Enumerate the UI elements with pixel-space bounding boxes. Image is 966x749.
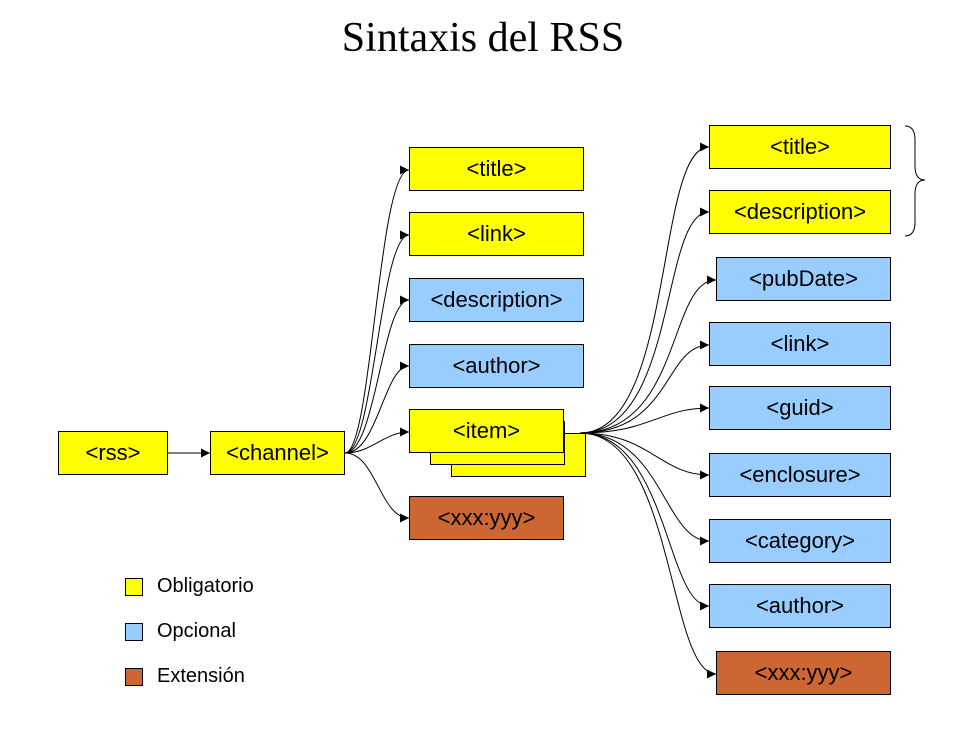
- node-channel-title: <title>: [409, 147, 584, 191]
- edge-item-ext: [579, 432, 717, 679]
- edge-channel-item: [344, 427, 410, 454]
- node-item-enclosure: <enclosure>: [709, 453, 891, 497]
- node-item-pubdate: <pubDate>: [716, 257, 891, 301]
- node-item-guid: <guid>: [709, 386, 891, 430]
- edge-item-description: [579, 207, 710, 434]
- node-channel-author: <author>: [409, 344, 584, 388]
- legend-swatch-obligatorio: [125, 578, 143, 596]
- edge-item-category: [579, 432, 710, 546]
- edge-channel-title: [344, 165, 410, 454]
- edge-item-author: [579, 432, 710, 611]
- edge-item-pubdate: [579, 275, 717, 434]
- node-item-title: <title>: [709, 125, 891, 169]
- node-item-description: <description>: [709, 190, 891, 234]
- edge-item-enclosure: [579, 432, 710, 480]
- legend-label-extension: Extensión: [157, 665, 245, 687]
- node-channel-item: <item>: [409, 409, 564, 453]
- node-channel-description: <description>: [409, 278, 584, 322]
- curly-brace: [904, 125, 926, 237]
- node-channel-link: <link>: [409, 212, 584, 256]
- node-channel: <channel>: [210, 431, 345, 475]
- page-title: Sintaxis del RSS: [341, 15, 625, 61]
- edge-item-title: [579, 142, 710, 434]
- edge-channel-description: [344, 295, 410, 454]
- legend-swatch-opcional: [125, 623, 143, 641]
- legend-label-opcional: Opcional: [157, 620, 236, 642]
- node-channel-extension: <xxx:yyy>: [409, 496, 564, 540]
- node-item-category: <category>: [709, 519, 891, 563]
- node-item-extension: <xxx:yyy>: [716, 651, 891, 695]
- legend-label-obligatorio: Obligatorio: [157, 575, 254, 597]
- edge-item-link: [579, 340, 710, 434]
- edge-channel-link: [344, 230, 410, 454]
- node-rss: <rss>: [58, 431, 168, 475]
- edge-channel-author: [344, 361, 410, 454]
- legend-swatch-extension: [125, 668, 143, 686]
- node-item-link: <link>: [709, 322, 891, 366]
- edge-item-guid: [579, 403, 710, 434]
- node-item-author: <author>: [709, 584, 891, 628]
- edge-channel-ext: [344, 452, 410, 523]
